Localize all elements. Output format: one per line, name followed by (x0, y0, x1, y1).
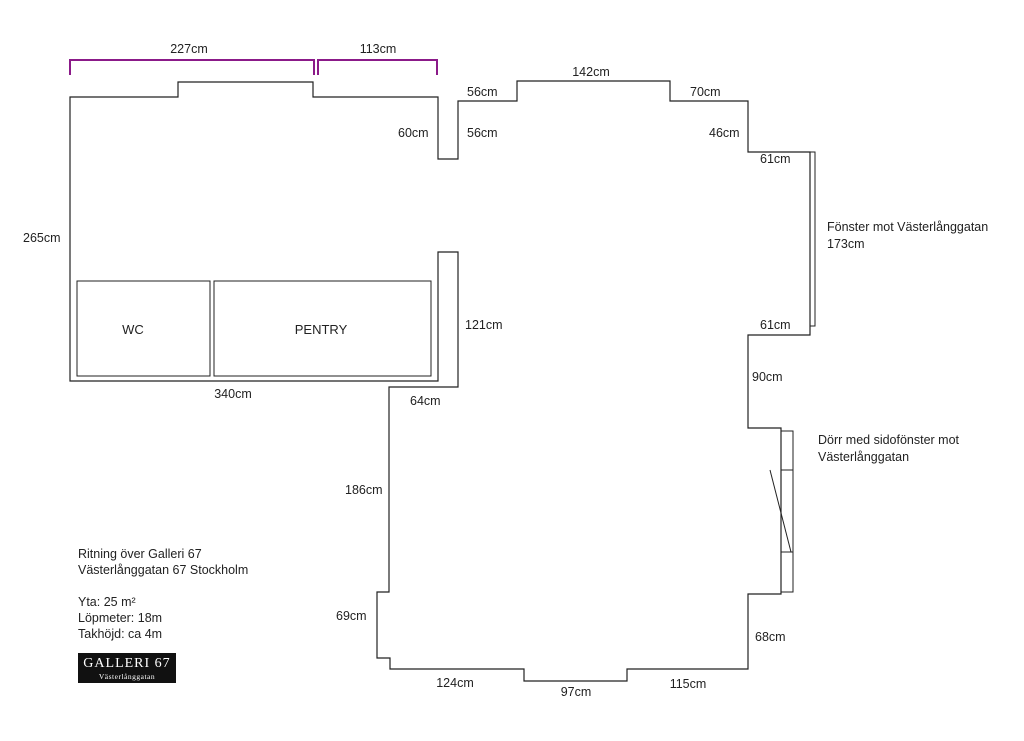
plan-title: Ritning över Galleri 67 (78, 547, 202, 561)
dim-124: 124cm (436, 676, 474, 690)
dimension-bracket-227 (69, 59, 315, 75)
window-frame (809, 151, 816, 327)
dim-61-bottom: 61cm (760, 318, 791, 332)
door-frame (780, 430, 794, 593)
dim-69: 69cm (336, 609, 367, 623)
dim-227: 227cm (170, 42, 208, 56)
door-note: Dörr med sidofönster mot (818, 433, 960, 447)
wc-room (76, 280, 211, 377)
plan-info: Ritning över Galleri 67 Västerlånggatan … (78, 546, 248, 642)
plan-address: Västerlånggatan 67 Stockholm (78, 563, 249, 577)
dim-60: 60cm (398, 126, 429, 140)
dim-46: 46cm (709, 126, 740, 140)
window-width: 173cm (827, 237, 865, 251)
dim-340: 340cm (214, 387, 252, 401)
dim-68: 68cm (755, 630, 786, 644)
dim-113: 113cm (360, 42, 397, 56)
plan-ceiling-height: Takhöjd: ca 4m (78, 627, 163, 641)
dim-61-top: 61cm (760, 152, 791, 166)
plan-running-meters: Löpmeter: 18m (78, 611, 163, 625)
door-swing (769, 469, 792, 553)
window-note: Fönster mot Västerlånggatan (827, 220, 988, 234)
logo-sub-text: Västerlånggatan (98, 672, 156, 681)
dimension-bracket-113 (317, 59, 438, 75)
dim-265: 265cm (23, 231, 61, 245)
dim-56-top: 56cm (467, 85, 498, 99)
wc-label: WC (122, 322, 144, 337)
dim-186: 186cm (345, 483, 383, 497)
galleri-logo: GALLERI 67 Västerlånggatan (78, 653, 176, 683)
dim-90: 90cm (752, 370, 783, 384)
dim-142: 142cm (572, 65, 610, 79)
plan-area: Yta: 25 m² (78, 595, 136, 609)
door-note-street: Västerlånggatan (818, 450, 909, 464)
outer-wall (69, 80, 811, 682)
dim-64: 64cm (410, 394, 441, 408)
dim-70: 70cm (690, 85, 721, 99)
pentry-room (213, 280, 432, 377)
dim-56-side: 56cm (467, 126, 498, 140)
pentry-label: PENTRY (295, 322, 348, 337)
dim-97: 97cm (561, 685, 592, 699)
logo-main-text: GALLERI 67 (83, 656, 171, 671)
dim-121: 121cm (465, 318, 503, 332)
dim-115: 115cm (670, 677, 707, 691)
